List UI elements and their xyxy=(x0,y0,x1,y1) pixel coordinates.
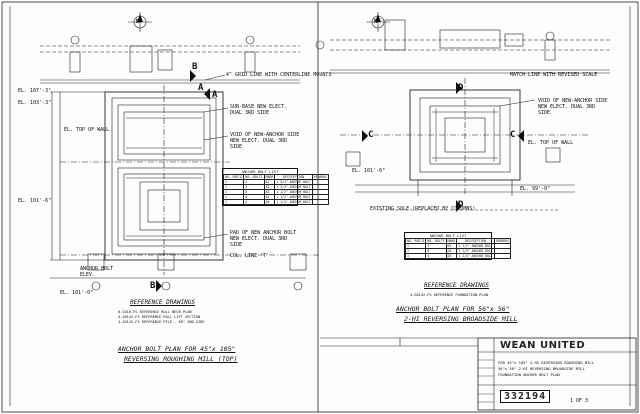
right-section-mark-c-left: C xyxy=(368,130,374,140)
left-section-mark-a-right: A xyxy=(212,90,218,100)
left-note-grid-line: 4" GRID LINE WITH CENTERLINE MOUNTS xyxy=(226,72,332,78)
right-anchor-bolt-table: ANCHOR BOLT LIST NO. REQ'D NO. BOLTS MAR… xyxy=(404,232,512,260)
left-plan-title: ANCHOR BOLT PLAN FOR 45"x 105" xyxy=(118,345,236,353)
right-note-top-of-wall: EL. TOP OF WALL xyxy=(528,140,574,146)
right-elev-2: EL. 99'-0" xyxy=(520,186,551,192)
table-cell: 1 1/4" ANCHOR BOLT xyxy=(456,248,495,254)
left-table-header: MARK xyxy=(263,174,276,180)
right-section-mark-d-bottom: D xyxy=(458,200,464,210)
title-desc-line-3: FOUNDATION ANCHOR BOLT PLAN xyxy=(498,372,560,377)
left-table-header: NO. REQ'D xyxy=(222,174,245,180)
left-section-mark-a-top: A xyxy=(198,83,204,93)
left-ref-line-1: 0-C010-FS REFERENCE ROLL NECK PLAN xyxy=(118,310,192,314)
left-elev-4: EL. 101'-0" xyxy=(60,290,94,296)
left-note-col-line: COL. LINE 'T' xyxy=(230,253,270,259)
table-cell: 1 xyxy=(222,199,245,205)
table-cell: 1 3/4" ANCHOR BOLT xyxy=(274,184,313,190)
right-compass-letter: N xyxy=(374,18,378,25)
left-note-pad: PAD OF NEW ANCHOR BOLT NEW ELECT. DUAL 3… xyxy=(230,230,297,248)
table-row: 1 4 D3 1 1/4" ANCHOR BOLT xyxy=(404,253,512,259)
left-ref-line-2: 4-S0142-FS REFERENCE ROLL LIFT SECTION xyxy=(118,315,201,319)
right-table-header: NO. REQ'D xyxy=(404,238,427,244)
table-cell: 1 1/4" ANCHOR BOLT xyxy=(274,199,313,205)
table-cell xyxy=(493,253,512,259)
table-cell: 4 xyxy=(243,199,265,205)
table-row: 1 4 A5 1 1/4" ANCHOR BOLT xyxy=(222,199,330,205)
table-cell: A5 xyxy=(263,199,276,205)
right-table-header: REMARKS xyxy=(493,238,512,244)
left-ref-title: REFERENCE DRAWINGS xyxy=(130,299,196,306)
table-cell: 1 1/2" ANCHOR BOLT xyxy=(456,243,495,249)
title-desc-line-1: FOR 45"x 105" 4-HI REVERSING ROUGHING MI… xyxy=(498,360,595,365)
left-note-anchor-elev: ANCHOR BOLT ELEV. xyxy=(80,266,114,278)
table-cell: 1 1/2" ANCHOR BOLT xyxy=(274,194,313,200)
table-cell xyxy=(311,199,330,205)
right-section-mark-c-right: C xyxy=(510,130,516,140)
right-plan-title: ANCHOR BOLT PLAN FOR 56"x 56" xyxy=(396,305,510,313)
drawing-number: 332194 xyxy=(500,390,551,403)
right-elev-1: EL. 101'-6" xyxy=(352,168,386,174)
left-section-mark-b-bottom: B xyxy=(150,281,156,291)
left-anchor-bolt-table: ANCHOR BOLT LIST NO. REQ'D NO. BOLTS MAR… xyxy=(222,168,330,206)
table-cell: 1 3/4" ANCHOR BOLT xyxy=(274,179,313,185)
right-section-mark-d-top: D xyxy=(458,83,464,93)
left-note-void: VOID OF NEW-ANCHOR SIDE NEW ELECT. DUAL … xyxy=(230,132,300,150)
right-table-header: NO. BOLTS xyxy=(425,238,447,244)
table-cell: 4 xyxy=(425,253,447,259)
right-table-caption: ANCHOR BOLT LIST xyxy=(429,233,467,238)
left-note-top-of-wall: EL. TOP OF WALL xyxy=(64,127,110,133)
table-cell: 1 xyxy=(404,253,427,259)
right-note-match-line: MATCH LINE WITH REVISED SCALE xyxy=(510,72,598,78)
table-cell: 1 1/4" ANCHOR BOLT xyxy=(456,253,495,259)
company-logo-text: WEAN UNITED xyxy=(500,340,586,351)
left-elev-1: EL. 107'-3" xyxy=(18,88,52,94)
right-note-existing-sole: EXISTING SOLE (REPLACED BY COLUMNS) xyxy=(370,206,476,212)
right-table-header: MARK xyxy=(445,238,458,244)
left-table-header: NO. BOLTS xyxy=(243,174,265,180)
left-elev-2: EL. 103'-3" xyxy=(18,100,52,106)
right-note-void: VOID OF NEW-ANCHOR SIDE NEW ELECT. DUAL … xyxy=(538,98,608,116)
left-note-sub-base: SUB-BASE NEW ELECT. DUAL 3RD SIDE xyxy=(230,104,288,116)
right-ref-title: REFERENCE DRAWINGS xyxy=(424,282,490,289)
left-table-header: REMARKS xyxy=(311,174,330,180)
left-table-caption: ANCHOR BOLT LIST xyxy=(241,169,279,174)
left-section-mark-b-top: B xyxy=(192,62,198,72)
left-ref-line-3: 4-S0142-FS REFERENCE PILE - 69" 2ND SIDE xyxy=(118,320,205,324)
left-elev-3: EL. 101'-6" xyxy=(18,198,52,204)
sheet-number: 1 OF 3 xyxy=(570,398,589,404)
table-cell: 1 1/2" ANCHOR BOLT xyxy=(274,189,313,195)
left-plan-subtitle: REVERSING ROUGHING MILL (TOP) xyxy=(124,355,238,363)
right-plan-subtitle: 2-HI REVERSING BROADSIDE MILL xyxy=(404,315,518,323)
left-compass-letter: N xyxy=(136,18,140,25)
title-desc-line-2: 56"x 56" 2-HI REVERSING BROADSIDE MILL xyxy=(498,366,585,371)
table-cell: D3 xyxy=(445,253,458,259)
right-ref-line-1: 4-S0142-FS REFERENCE FOUNDATION PLAN xyxy=(410,293,488,297)
